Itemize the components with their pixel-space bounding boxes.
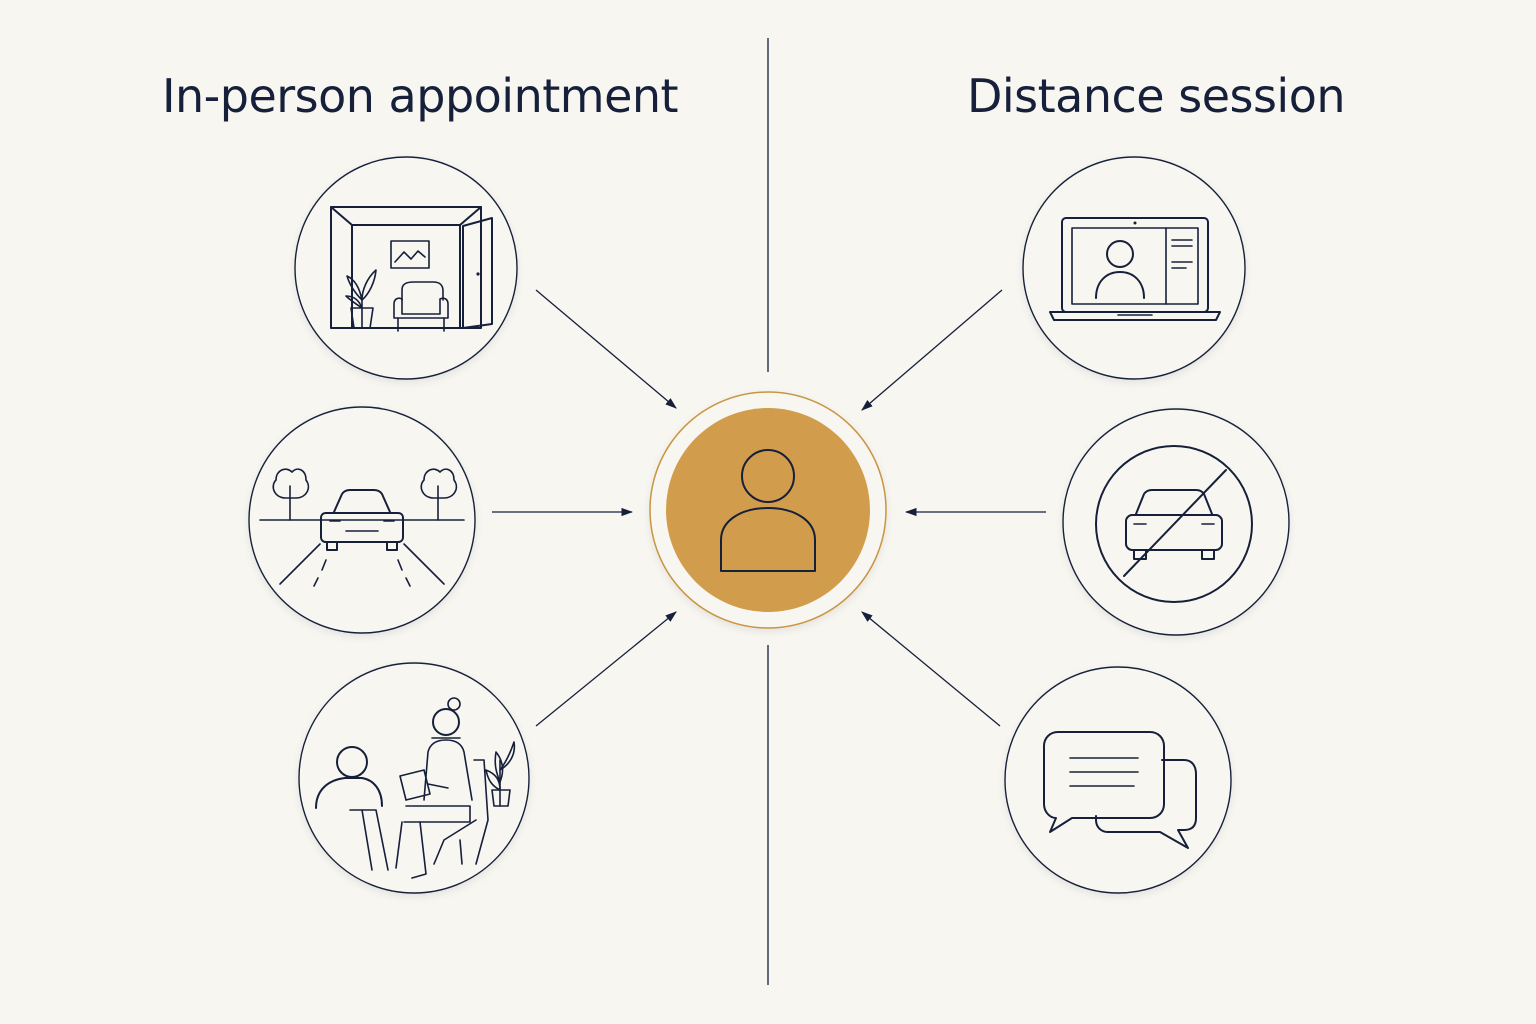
in-person-heading: In-person appointment: [161, 69, 679, 123]
car-road-icon: [259, 468, 465, 587]
center-person-node: [649, 391, 887, 629]
arrow-session-to-center: [535, 611, 677, 727]
arrow-chat-to-center: [861, 611, 1001, 727]
in-person-travel-node: [248, 406, 476, 634]
arrow-room-to-center: [535, 289, 677, 409]
distance-video-node: [1022, 156, 1246, 380]
laptop-video-call-icon: [1049, 217, 1221, 321]
distance-chat-node: [1004, 666, 1232, 894]
person-icon: [720, 449, 816, 572]
no-car-icon: [1095, 445, 1253, 603]
distance-no-travel-node: [1062, 408, 1290, 636]
distance-session-heading: Distance session: [966, 69, 1346, 123]
therapy-room-icon: [330, 206, 493, 332]
connector-arrows: [492, 289, 1046, 727]
in-person-session-node: [298, 662, 530, 894]
counseling-session-icon: [315, 697, 516, 879]
arrow-laptop-to-center: [861, 289, 1003, 411]
in-person-room-node: [294, 156, 518, 380]
chat-bubbles-icon: [1043, 731, 1197, 849]
center-fill-circle: [666, 408, 870, 612]
